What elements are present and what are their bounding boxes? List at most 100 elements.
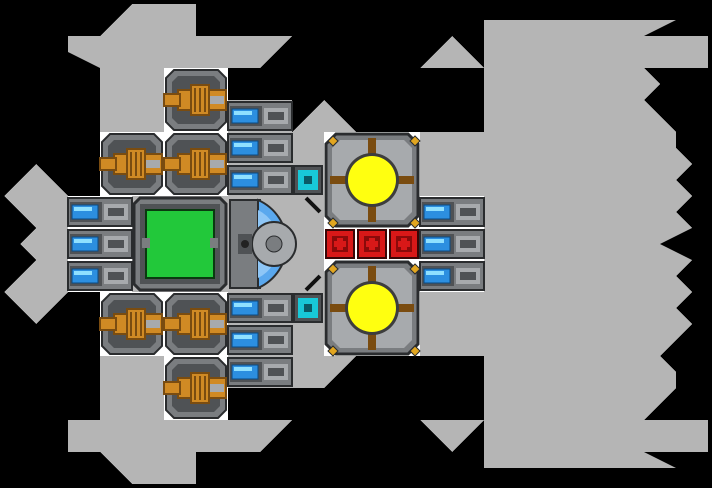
cannon-vent [194, 312, 196, 336]
thruster-glow [426, 207, 444, 211]
cannon-vent [204, 312, 206, 336]
power-core[interactable] [132, 196, 228, 292]
thruster-glow [426, 239, 444, 243]
cockpit-port [241, 240, 249, 248]
thruster[interactable] [227, 325, 293, 355]
ship-blocks [67, 69, 485, 419]
conduit-link-lower [304, 274, 322, 292]
thruster[interactable] [419, 197, 485, 227]
thruster-glow [74, 207, 92, 211]
hull-upper-wing-tip [68, 36, 100, 68]
cannon-breech [210, 160, 224, 168]
reactor-screen [145, 209, 215, 279]
cannon-vent [135, 312, 137, 336]
reactor-clamp-left [142, 238, 150, 248]
hull-right-section [420, 20, 708, 468]
cannon-vent [194, 152, 196, 176]
thruster-bracket-slot [268, 336, 284, 344]
cannon-muzzle [163, 157, 181, 171]
thruster-bracket-slot [460, 272, 476, 280]
cannon-breech [210, 320, 224, 328]
thruster-bracket-slot [268, 304, 284, 312]
thruster[interactable] [419, 261, 485, 291]
battery-plus-h [334, 241, 346, 247]
cannon-vent [204, 376, 206, 400]
cannon-breech [146, 160, 160, 168]
thruster-glow [234, 111, 252, 115]
thruster[interactable] [67, 229, 133, 259]
battery[interactable] [389, 229, 419, 259]
autocannon-turret[interactable] [99, 293, 163, 355]
cannon-muzzle [99, 157, 117, 171]
junction-center [304, 304, 312, 312]
hull-lower-wing [68, 420, 292, 484]
cannon-breech [146, 320, 160, 328]
shield-generator[interactable] [324, 260, 421, 357]
cannon-vent [194, 88, 196, 112]
cockpit[interactable] [229, 198, 297, 290]
autocannon-turret[interactable] [163, 293, 227, 355]
conduit-links [304, 196, 322, 292]
cannon-muzzle [99, 317, 117, 331]
conduit-junction[interactable] [293, 293, 323, 323]
autocannon-turret[interactable] [163, 133, 227, 195]
conduit-junction[interactable] [293, 165, 323, 195]
autocannon-turret[interactable] [99, 133, 163, 195]
cannon-muzzle [163, 93, 181, 107]
shield-generator[interactable] [324, 132, 421, 229]
battery-plus-h [398, 241, 410, 247]
thruster[interactable] [227, 165, 293, 195]
autocannon-turret[interactable] [163, 357, 227, 419]
thruster[interactable] [67, 261, 133, 291]
shield-corner-rivet [327, 217, 339, 229]
conduit-link-upper [304, 196, 322, 214]
thruster-bracket-slot [108, 272, 124, 280]
battery[interactable] [357, 229, 387, 259]
thruster[interactable] [227, 133, 293, 163]
thruster[interactable] [67, 197, 133, 227]
thruster-bracket-slot [268, 368, 284, 376]
thruster-glow [234, 335, 252, 339]
cannon-muzzle [163, 317, 181, 331]
thruster-glow [74, 239, 92, 243]
cannon-vent [130, 152, 132, 176]
thruster-glow [234, 367, 252, 371]
thruster[interactable] [419, 229, 485, 259]
thruster-glow [74, 271, 92, 275]
cannon-vent [199, 88, 201, 112]
battery[interactable] [325, 229, 355, 259]
thruster-glow [426, 271, 444, 275]
thruster[interactable] [227, 293, 293, 323]
junction-center [304, 176, 312, 184]
shield-emitter-core [348, 284, 396, 332]
shield-corner-rivet [409, 135, 421, 147]
cannon-muzzle [163, 381, 181, 395]
thruster-glow [234, 175, 252, 179]
cannon-vent [140, 312, 142, 336]
cannon-vent [199, 376, 201, 400]
autocannon-turret[interactable] [163, 69, 227, 131]
thruster-glow [234, 303, 252, 307]
thruster[interactable] [227, 101, 293, 131]
shield-corner-rivet [327, 135, 339, 147]
shield-corner-rivet [327, 263, 339, 275]
cannon-vent [130, 312, 132, 336]
thruster[interactable] [227, 357, 293, 387]
cockpit-hub [265, 235, 283, 253]
thruster-bracket-slot [268, 176, 284, 184]
thruster-bracket-slot [460, 208, 476, 216]
shield-corner-rivet [409, 217, 421, 229]
thruster-bracket-slot [268, 144, 284, 152]
cannon-vent [135, 152, 137, 176]
cannon-vent [204, 88, 206, 112]
thruster-bracket-slot [268, 112, 284, 120]
cannon-vent [199, 312, 201, 336]
battery-plus-h [366, 241, 378, 247]
thruster-bracket-slot [108, 208, 124, 216]
shield-corner-rivet [409, 263, 421, 275]
shield-corner-rivet [409, 345, 421, 357]
cannon-vent [140, 152, 142, 176]
hull-upper-wing [100, 4, 292, 68]
cannon-breech [210, 384, 224, 392]
